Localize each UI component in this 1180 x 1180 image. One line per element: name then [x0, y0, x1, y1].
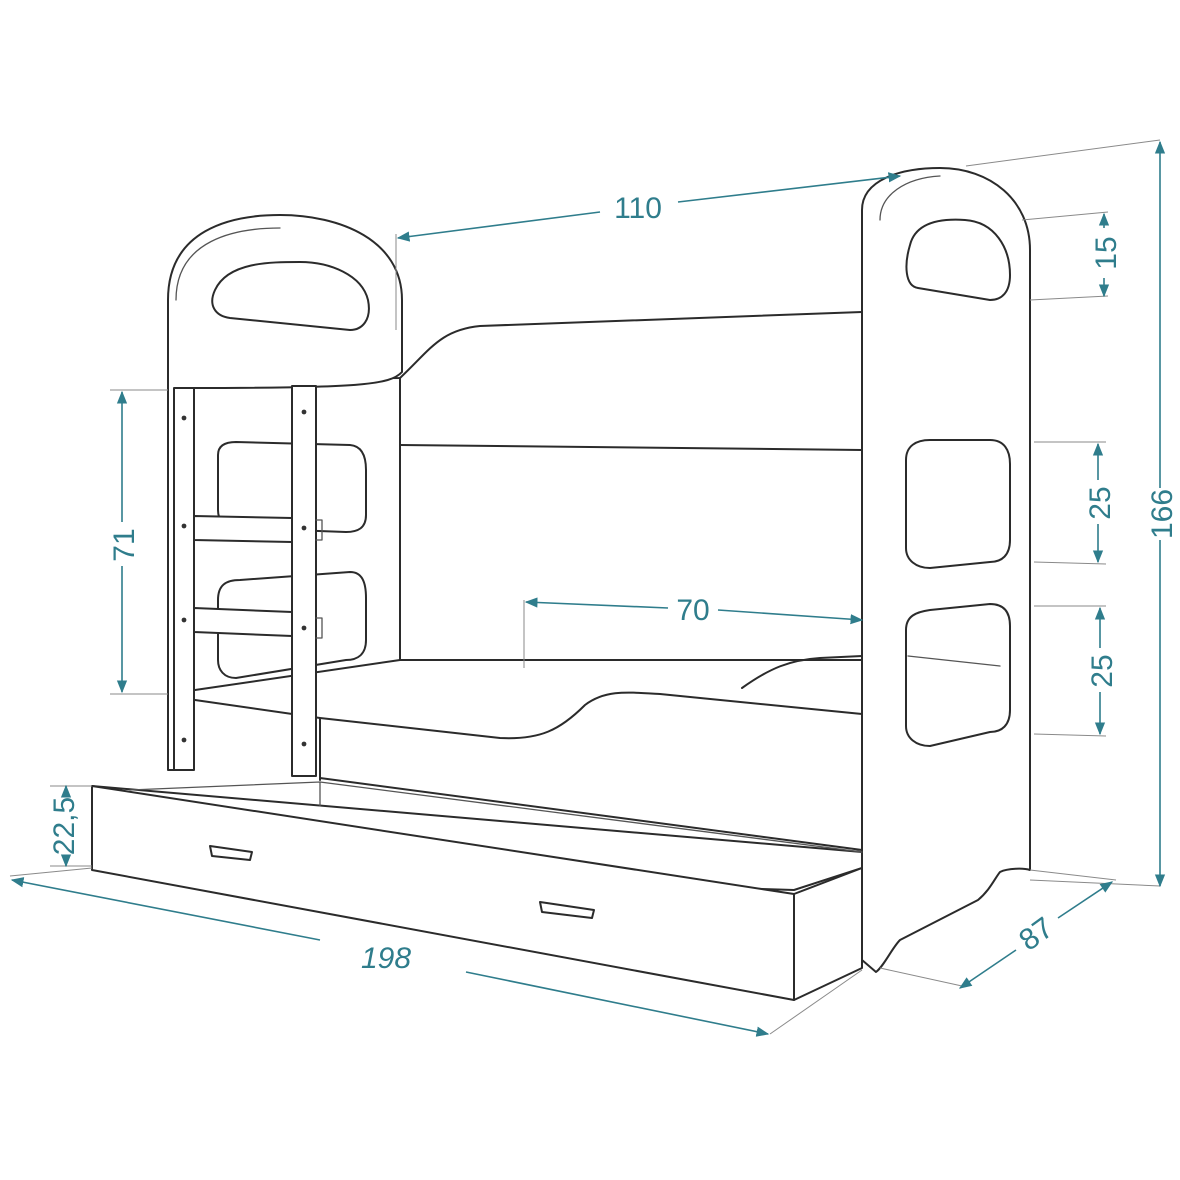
drawer-handle-left [209, 845, 253, 861]
ext-bottom [1029, 879, 1161, 887]
dimension-lines [10, 140, 1166, 1037]
ext-depth-right [1029, 869, 1117, 881]
lower-front-rail-bottom [319, 777, 863, 851]
ext-lower-opening-bottom [1033, 733, 1107, 737]
right-end-panel-edge [879, 175, 941, 221]
upper-back-rail [189, 311, 863, 381]
bed-outline [91, 167, 1031, 1001]
ladder-hook-upper [315, 519, 323, 541]
dim-opening-line-a [524, 597, 669, 609]
right-headboard-cutout [905, 218, 1011, 301]
dim-label-headboard-arc: 15 [1090, 236, 1123, 269]
dim-depth-line-b [1057, 881, 1114, 919]
ladder-step-1 [193, 515, 293, 543]
left-lower-opening [217, 571, 367, 679]
lower-back-guard [741, 655, 863, 689]
dim-label-drawer-height: 22,5 [48, 797, 81, 855]
dim-length-line-a [10, 877, 321, 941]
dim-top-width-line-a [396, 211, 601, 242]
dim-label-upper-opening: 25 [1084, 486, 1117, 519]
dim-label-top-width: 110 [614, 192, 662, 225]
ladder-hook-lower [315, 617, 323, 639]
dim-label-ladder-height: 71 [108, 528, 141, 561]
dimension-labels: 110 15 25 25 166 71 70 22,5 198 87 [48, 192, 1179, 975]
drawer-handle-right [539, 901, 595, 919]
lower-front-rail-top [194, 691, 863, 740]
right-lower-opening [905, 603, 1011, 747]
left-headboard-cutout [211, 261, 370, 331]
dim-label-lower-opening: 25 [1086, 654, 1119, 687]
ladder-right-rail [291, 385, 317, 777]
right-upper-opening [905, 439, 1011, 569]
ladder [173, 385, 323, 777]
dim-label-depth: 87 [1013, 911, 1059, 957]
dim-label-length: 198 [361, 942, 411, 975]
ext-length-right [769, 969, 863, 1035]
dim-label-lower-opening-width: 70 [676, 594, 709, 627]
dim-label-total-height: 166 [1146, 489, 1179, 539]
upper-bed-bottom-edge [399, 444, 863, 451]
dim-depth-line-a [958, 949, 1017, 989]
lower-back-edge [194, 659, 863, 691]
ext-arc-bottom [1029, 295, 1109, 301]
ext-depth-left [879, 967, 963, 987]
left-headboard [167, 214, 403, 771]
ladder-step-2 [193, 607, 293, 637]
right-opening-rail [907, 655, 1001, 667]
right-end-panel [861, 167, 1031, 973]
drawer-side [793, 867, 863, 1001]
ext-length-left [9, 867, 93, 877]
ext-upper-opening-bottom [1033, 561, 1107, 565]
left-headboard-inner-edge [175, 227, 281, 301]
extension-lines [9, 139, 1161, 1035]
dim-opening-line-b [717, 609, 864, 625]
ext-top [965, 139, 1161, 167]
ext-arc-top [1021, 211, 1109, 221]
ladder-left-rail [173, 387, 195, 771]
dim-top-width-line-b [677, 172, 902, 203]
drawer [91, 781, 863, 1001]
dim-length-line-b [465, 971, 770, 1037]
